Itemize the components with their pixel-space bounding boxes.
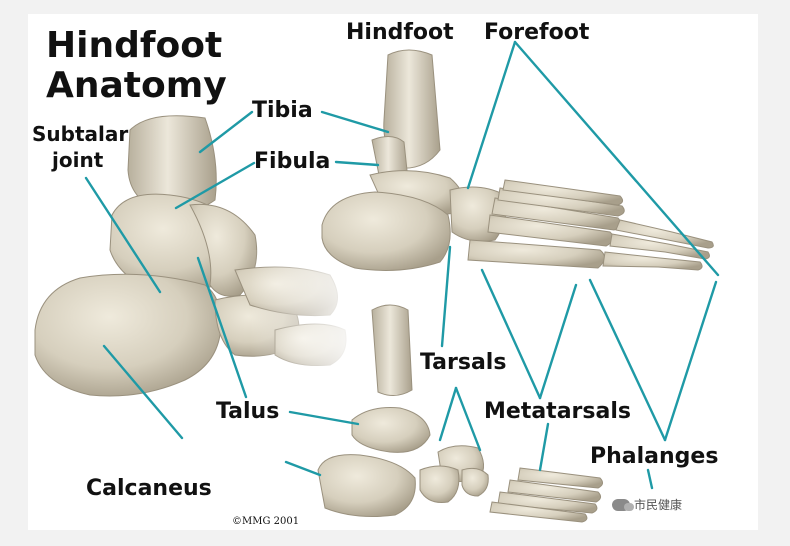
copyright-text: ©MMG 2001	[232, 516, 300, 527]
leader-talus-right	[288, 410, 360, 426]
leader-metatarsals-a	[480, 268, 542, 400]
leader-metatarsals-b	[538, 283, 578, 400]
chat-bubble-icon	[612, 498, 634, 511]
leader-tarsals-a	[438, 386, 458, 442]
label-hindfoot: Hindfoot	[346, 20, 454, 45]
watermark-text: 市民健康	[634, 498, 683, 512]
leader-metatarsals-down	[538, 422, 550, 472]
leader-subtalar	[84, 176, 162, 294]
leader-tibia-right	[320, 110, 390, 134]
label-tarsals: Tarsals	[420, 350, 507, 375]
leader-tarsals-up	[440, 245, 452, 348]
leader-calcaneus-left	[102, 344, 184, 440]
label-calcaneus: Calcaneus	[86, 476, 212, 501]
closeup-hindfoot	[34, 115, 360, 397]
label-forefoot: Forefoot	[484, 20, 590, 45]
leader-phalanges-b	[663, 280, 718, 442]
leader-forefoot-2	[513, 40, 720, 277]
label-metatarsals: Metatarsals	[484, 399, 631, 424]
leader-tarsals-b	[454, 386, 482, 452]
label-subtalar-line2: joint	[52, 148, 104, 172]
diagram-title: Hindfoot Anatomy	[46, 26, 227, 106]
title-line-1: Hindfoot	[46, 25, 223, 66]
label-phalanges: Phalanges	[590, 444, 719, 469]
leader-tibia-left	[198, 110, 254, 154]
label-fibula: Fibula	[254, 149, 331, 174]
leader-forefoot-1	[466, 40, 517, 190]
leader-talus-left	[196, 256, 248, 399]
leader-fibula-left	[174, 161, 256, 210]
label-tibia: Tibia	[252, 98, 313, 123]
leader-phalanges-a	[588, 278, 667, 442]
lateral-foot	[321, 49, 714, 271]
label-subtalar-line1: Subtalar	[32, 122, 129, 146]
exploded-bones	[317, 304, 604, 523]
title-line-2: Anatomy	[46, 65, 227, 106]
leader-phalanges-down	[646, 468, 654, 490]
leader-lines	[84, 40, 720, 490]
leader-calcaneus-right	[284, 460, 322, 477]
leader-fibula-right	[334, 160, 380, 167]
watermark: 市民健康	[612, 496, 682, 513]
label-talus: Talus	[216, 399, 280, 424]
